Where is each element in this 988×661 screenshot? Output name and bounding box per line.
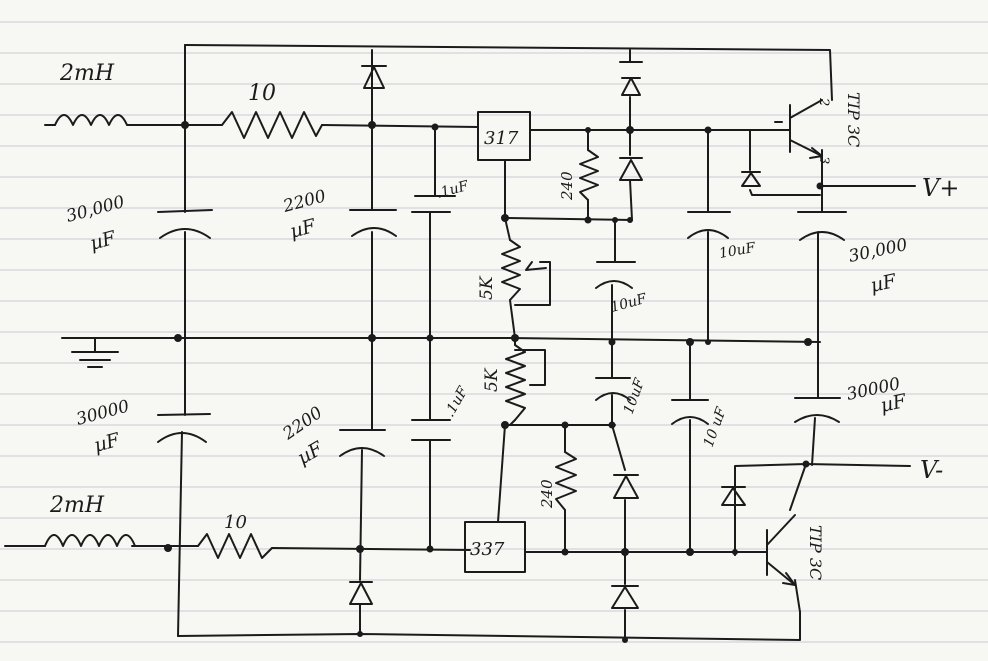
label-cap-mid-top-value: 2200 [280,186,328,217]
transistor-tip3c-top [774,99,823,159]
resistor-10-top [221,111,323,139]
label-cap-small-bottom: .1uF [442,383,473,420]
diode-top-left [361,65,387,89]
capacitor-10uf-c [595,377,631,401]
diode-bottom-mid [611,585,639,609]
capacitor-30000-bottom-left [157,413,211,443]
diode-mid-lower [613,474,639,499]
label-inductor-top: 2mH [59,61,115,86]
label-cap-10uf-d: 10 uF [701,404,730,449]
regulator-317-box [477,111,531,161]
label-cap-10uf-a: 10uF [609,291,650,316]
transistor-tip3c-bottom [766,514,796,586]
wires [4,44,916,641]
diode-mid-upper [619,157,643,181]
resistor-240-top [579,149,599,201]
label-resistor-240-top: 240 [558,171,576,201]
label-resistor-top: 10 [248,81,276,106]
label-cap-main-bottom-unit: µF [92,429,123,457]
capacitor-30000-out-bottom [794,397,841,423]
label-cap-mid-bottom-value: 2200 [279,403,327,445]
label-resistor-bottom: 10 [224,512,247,533]
label-cap-out-bottom-unit: µF [878,390,908,417]
label-regulator-337: 337 [470,539,505,560]
label-inductor-bottom: 2mH [49,493,105,518]
capacitor-10uf-d [671,399,709,425]
resistor-240-bottom [555,451,577,511]
label-cap-mid-bottom-unit: µF [294,437,328,469]
diode-small-feedback-top [741,171,761,187]
capacitor-2200-top [349,209,397,237]
capacitor-01-top [411,195,456,213]
regulator-337-box [464,521,526,573]
label-resistor-240-bottom: 240 [538,479,556,509]
label-cap-out-top-unit: µF [868,270,898,297]
capacitor-01-bottom [411,419,451,441]
potentiometer-bottom [505,344,546,421]
label-cap-out-top-value: 30,000 [847,235,910,267]
label-pot-bottom: 5K [482,367,502,392]
resistor-10-bottom [197,533,273,559]
capacitor-10uf-a [595,261,636,289]
inductor-top [54,114,133,126]
diode-bottom-left [349,581,373,605]
diode-small-feedback-bottom [721,486,746,506]
capacitor-30000-top-left [157,209,213,239]
junction-dots [164,121,824,643]
label-cap-main-top-unit: µF [88,227,119,255]
label-cap-main-top-value: 30,000 [64,192,127,227]
diode-top-mid [619,61,643,96]
capacitor-2200-bottom [339,429,386,457]
label-out-negative: V- [920,456,943,484]
label-cap-10uf-b: 10uF [718,240,758,262]
paper-ruling [0,21,988,643]
capacitor-10uf-b [687,211,731,239]
label-pin-3: 3 [816,156,831,164]
label-regulator-317: 317 [484,128,519,149]
label-transistor-top: TIP 3C [844,92,863,147]
potentiometer-top [501,239,551,306]
label-pin-2: 2 [816,97,831,106]
capacitor-30000-out-top [797,211,847,241]
label-out-positive: V+ [922,174,959,202]
inductor-bottom [44,534,136,547]
label-transistor-bottom: TIP 3C [806,525,825,580]
label-cap-small-top: .1uF [435,178,471,202]
label-pot-top: 5K [477,275,497,300]
